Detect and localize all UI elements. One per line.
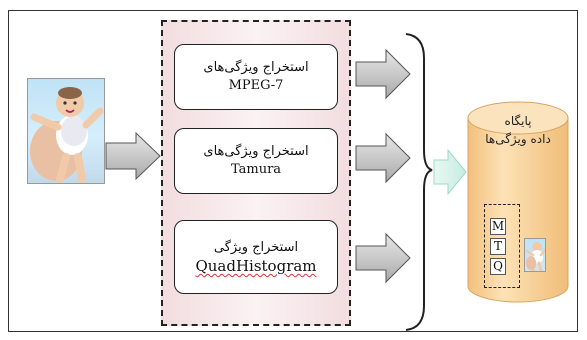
grouping-brace (405, 33, 433, 331)
input-image-icon (27, 78, 105, 184)
thumbnail-image-icon (524, 238, 546, 272)
database-title: پایگاه داده ویژگی‌ها (468, 112, 568, 148)
feature-cell-t: T (490, 238, 506, 255)
database-title-line2: داده ویژگی‌ها (485, 132, 551, 146)
extractor-box-quadhistogram: استخراج ویژگی QuadHistogram (174, 220, 338, 294)
input-arrow (105, 131, 161, 181)
feature-cell-q: Q (490, 258, 506, 275)
extractor-name: QuadHistogram (195, 257, 317, 275)
output-arrow-3 (355, 232, 411, 284)
database-arrow (433, 148, 467, 196)
database-title-line1: پایگاه (504, 114, 532, 128)
extractor-box-mpeg7: استخراج ویژگی‌های MPEG-7 (174, 44, 338, 110)
extractor-title: استخراج ویژگی‌های (203, 144, 309, 159)
extractor-title: استخراج ویژگی (213, 240, 299, 255)
output-arrow-2 (355, 132, 411, 184)
feature-cell-m: M (490, 218, 506, 235)
feature-vector-group (484, 204, 520, 288)
extractor-name: Tamura (230, 162, 282, 177)
extractor-name: MPEG-7 (228, 78, 284, 93)
extractor-box-tamura: استخراج ویژگی‌های Tamura (174, 128, 338, 194)
extractor-title: استخراج ویژگی‌های (203, 60, 309, 75)
output-arrow-1 (355, 48, 411, 100)
